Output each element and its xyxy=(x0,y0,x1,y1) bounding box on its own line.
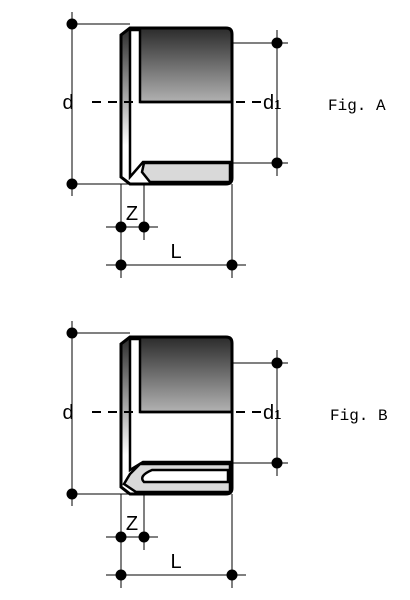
fig-a-label-d1-sub: 1 xyxy=(274,97,281,112)
fig-a-caption: Fig. A xyxy=(328,97,386,115)
fig-b-dot-d-bottom xyxy=(66,488,78,500)
fig-b-label-z: Z xyxy=(126,513,138,535)
fig-a-seal-strip xyxy=(140,161,232,184)
fig-b-label-d1: d1 xyxy=(263,402,281,424)
fig-b-dot-d1-bottom xyxy=(271,457,283,469)
fig-a-dot-d-top xyxy=(66,18,78,30)
fig-b-label-d: d xyxy=(62,402,73,424)
fig-b-bore xyxy=(128,337,234,473)
fig-a-dot-z-left xyxy=(115,221,127,233)
fig-a-dot-l-left xyxy=(115,259,127,271)
fig-b-caption: Fig. B xyxy=(330,407,388,425)
fig-a-bore xyxy=(128,28,234,181)
fig-b-dot-z-right xyxy=(138,531,150,543)
fig-a-label-d1: d1 xyxy=(263,92,281,114)
fig-a-label-z: Z xyxy=(126,203,138,225)
fig-b-dot-z-left xyxy=(115,531,127,543)
fig-b-label-d1-main: d xyxy=(263,402,274,424)
figure-b: d d1 Z L Fig. B xyxy=(62,321,388,588)
figure-a: d d1 Z L Fig. A xyxy=(62,12,386,278)
fig-b-dot-l-left xyxy=(115,569,127,581)
fig-a-dot-d1-top xyxy=(271,37,283,49)
fig-a-dot-d-bottom xyxy=(66,178,78,190)
fig-b-dot-d1-top xyxy=(271,357,283,369)
fig-a-label-l: L xyxy=(170,241,181,263)
fig-b-label-d1-sub: 1 xyxy=(274,407,281,422)
fig-b-dot-l-right xyxy=(226,569,238,581)
fig-a-label-d1-main: d xyxy=(263,92,274,114)
fig-b-inner-groove xyxy=(141,468,230,484)
fig-a-label-d: d xyxy=(62,92,73,114)
fig-a-dot-l-right xyxy=(226,259,238,271)
fig-a-dot-z-right xyxy=(138,221,150,233)
fig-a-dot-d1-bottom xyxy=(271,157,283,169)
fig-b-dot-d-top xyxy=(66,327,78,339)
fig-b-label-l: L xyxy=(170,551,181,573)
